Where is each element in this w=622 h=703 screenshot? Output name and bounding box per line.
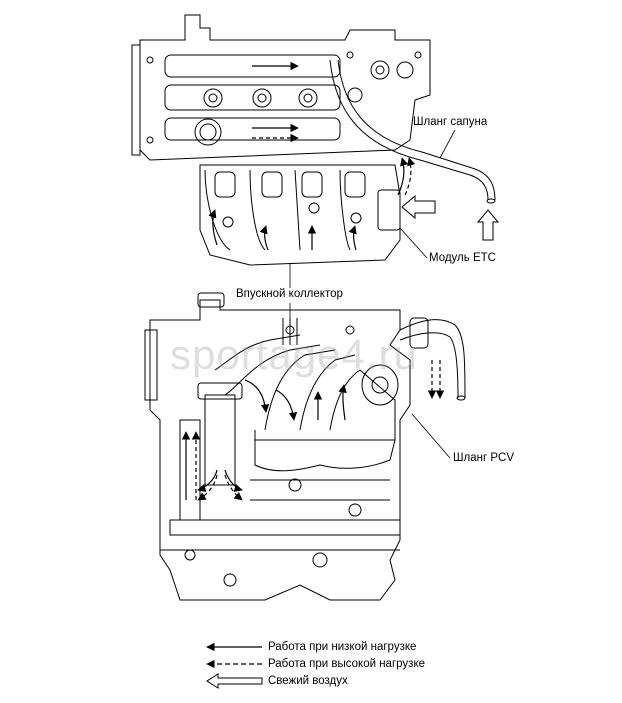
pcv-hose-label: Шланг PCV	[453, 452, 515, 464]
intake-manifold-label: Впускной коллектор	[236, 288, 343, 300]
breather-hose-label: Шланг сапуна	[413, 116, 488, 128]
legend-high-load: Работа при высокой нагрузке	[268, 658, 425, 670]
etc-module-label: Модуль ETC	[429, 252, 496, 264]
legend-fresh-air: Свежий воздух	[268, 675, 348, 687]
top-engine-view	[131, 14, 496, 266]
watermark: sportage4.ru	[170, 331, 418, 378]
legend-low-load: Работа при низкой нагрузке	[268, 641, 417, 653]
legend-symbols	[206, 642, 263, 689]
bottom-flow-arrows	[181, 360, 445, 501]
top-flow-arrows	[208, 61, 416, 251]
legend-hollow-arrow	[206, 673, 263, 689]
leader-lines	[289, 129, 456, 459]
fresh-air-arrows	[401, 194, 500, 241]
bottom-engine-view	[144, 292, 466, 601]
